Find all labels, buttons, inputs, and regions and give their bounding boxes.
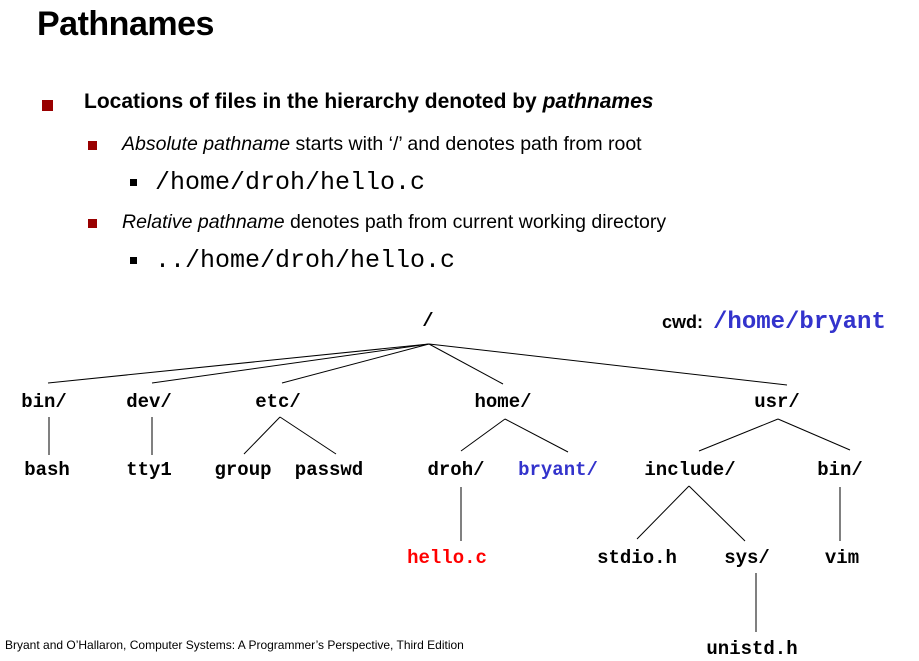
code-bullet-relative-path: ../home/droh/hello.c [130,246,455,275]
bullet-square-icon [130,257,137,264]
tree-node-usr: usr/ [754,391,800,413]
tree-node-dev: dev/ [126,391,172,413]
tree-node-sys: sys/ [724,547,770,569]
tree-node-bryant: bryant/ [518,459,598,481]
code-text: ../home/droh/hello.c [155,246,456,275]
main-bullet: Locations of files in the hierarchy deno… [42,90,653,114]
tree-edge [636,485,690,540]
tree-edge [243,416,281,455]
cwd-annotation: cwd: /home/bryant [662,309,886,336]
tree-edge [698,418,779,452]
tree-node-home: home/ [474,391,532,413]
bullet-square-icon [130,179,137,186]
tree-node-include: include/ [644,459,736,481]
tree-node-droh: droh/ [427,459,485,481]
tree-node-hello-c: hello.c [407,547,487,569]
sub-bullet-absolute: Absolute pathname starts with ‘/’ and de… [88,133,642,156]
sub-bullet-text: Absolute pathname starts with ‘/’ and de… [122,133,642,156]
tree-node-passwd: passwd [294,459,364,481]
sub-bullet-text: Relative pathname denotes path from curr… [122,211,666,234]
tree-edge [151,343,430,384]
page-title: Pathnames [37,5,214,43]
sub-bullet-rest: denotes path from current working direct… [284,211,667,233]
attribution-footer: Bryant and O’Hallaron, Computer Systems:… [5,638,464,652]
tree-node-bin: bin/ [21,391,67,413]
tree-node-tty1: tty1 [126,459,172,481]
code-bullet-absolute-path: /home/droh/hello.c [130,168,425,197]
tree-edge [777,418,851,451]
bullet-square-icon [42,100,53,111]
tree-node-unistd-h: unistd.h [706,638,798,660]
sub-bullet-relative: Relative pathname denotes path from curr… [88,211,666,234]
tree-edge [688,485,746,542]
tree-node-bash: bash [24,459,70,481]
tree-edge [504,418,569,453]
sub-bullet-emphasis: Relative pathname [122,211,285,233]
sub-bullet-rest: starts with ‘/’ and denotes path from ro… [290,133,642,155]
main-bullet-emphasis: pathnames [542,90,654,113]
bullet-square-icon [88,219,97,228]
tree-edge [47,343,430,384]
cwd-label: cwd: [662,312,704,332]
tree-edge [460,418,506,452]
tree-edge [281,343,430,384]
tree-node-vim: vim [824,547,860,569]
code-text: /home/droh/hello.c [155,168,426,197]
tree-edge [279,416,337,455]
tree-edge [428,343,504,385]
bullet-square-icon [88,141,97,150]
main-bullet-prefix: Locations of files in the hierarchy deno… [84,90,543,113]
main-bullet-text: Locations of files in the hierarchy deno… [84,90,653,114]
tree-edge [428,343,788,386]
tree-node-group: group [214,459,272,481]
sub-bullet-emphasis: Absolute pathname [122,133,291,155]
tree-node-usr-bin: bin/ [817,459,863,481]
tree-node-root: / [422,310,434,332]
tree-node-stdio-h: stdio.h [597,547,677,569]
tree-node-etc: etc/ [255,391,301,413]
cwd-value: /home/bryant [713,309,886,336]
